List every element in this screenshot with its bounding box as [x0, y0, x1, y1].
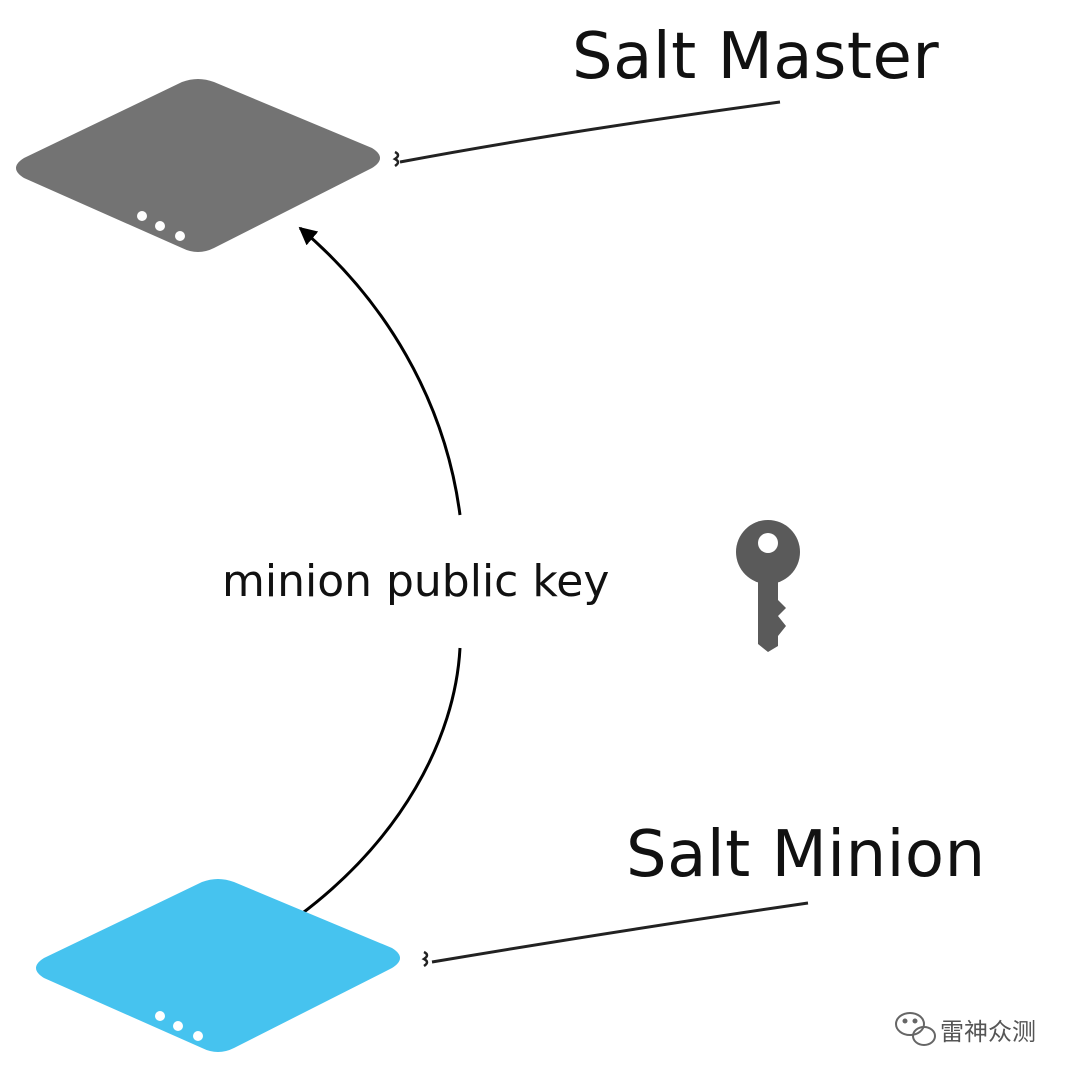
minion-public-key-label: minion public key: [222, 556, 609, 607]
salt-minion-server-shape: [36, 879, 400, 1052]
salt-master-connector-mark: [392, 150, 400, 168]
salt-minion-connector-mark: [421, 950, 429, 968]
salt-minion-label: Salt Minion: [626, 818, 986, 892]
salt-master-label: Salt Master: [572, 20, 939, 94]
salt-master-server-shape: [16, 79, 380, 252]
salt-minion-server: [36, 879, 400, 1052]
server-indicator-dot: [175, 231, 185, 241]
server-indicator-dot: [155, 221, 165, 231]
server-indicator-dot: [155, 1011, 165, 1021]
minion-to-master-arrow-lower: [299, 647, 462, 917]
server-indicator-dot: [137, 211, 147, 221]
key-icon-hole: [758, 533, 778, 553]
salt-minion-leader-line: [431, 901, 809, 964]
salt-master-leader-line: [399, 100, 781, 164]
wechat-icon: [895, 1012, 936, 1046]
salt-master-server: [16, 79, 380, 252]
watermark: 雷神众测: [895, 1012, 1036, 1046]
minion-to-master-arrow: [298, 226, 462, 516]
key-icon-shaft: [758, 578, 786, 652]
watermark-text: 雷神众测: [940, 1018, 1036, 1046]
server-indicator-dot: [173, 1021, 183, 1031]
key-icon: [736, 520, 800, 652]
server-indicator-dot: [193, 1031, 203, 1041]
